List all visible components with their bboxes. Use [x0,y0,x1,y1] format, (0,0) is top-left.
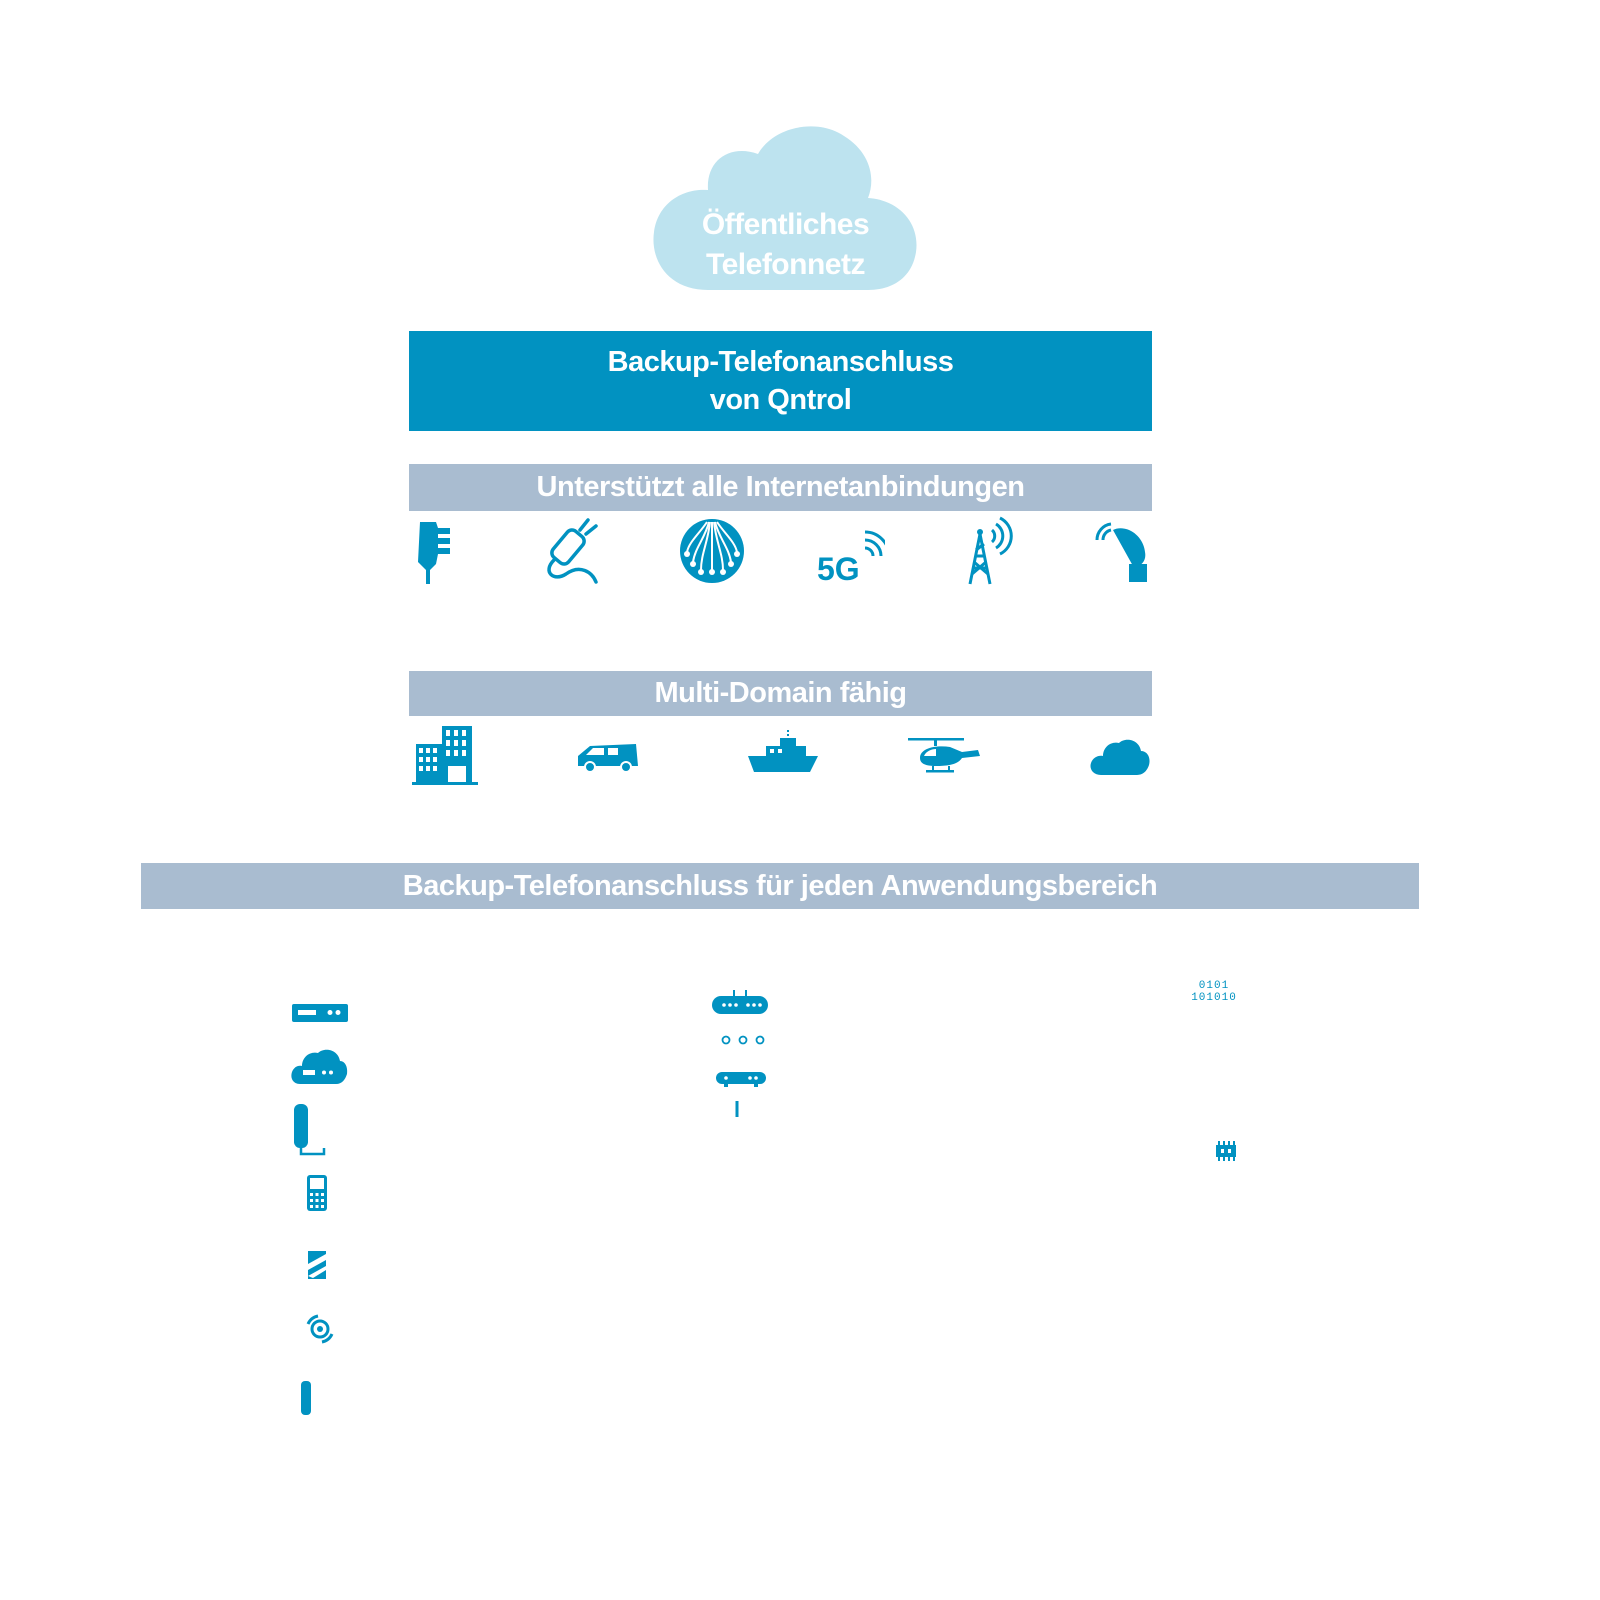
status-dots-icon [720,1034,766,1046]
helicopter-icon [906,736,986,776]
5g-label: 5G [817,551,860,584]
ship-icon [746,730,820,776]
binary-line-1: 0101 [1198,980,1230,992]
building-icon [410,724,480,786]
main-title-line1: Backup-Telefonanschluss [607,346,954,378]
main-title-bar: Backup-Telefonanschluss von Qntrol [409,331,1152,431]
door-station-icon [307,1250,327,1280]
internet-bar: Unterstützt alle Internetanbindungen [409,464,1152,511]
gateway-icon [716,1070,768,1088]
van-icon [576,740,642,774]
5g-icon: 5G [815,528,885,584]
fiber-icon [679,518,745,584]
satellite-dish-icon [1095,520,1155,584]
application-area-bar-label: Backup-Telefonanschluss für jeden Anwend… [402,869,1158,902]
cloud-icon [1089,737,1151,777]
dsl-plug-icon [410,518,460,588]
router-device-icon [292,1002,348,1024]
desk-phone-icon [292,1102,328,1158]
mobile-phone-icon [306,1174,328,1212]
domain-bar: Multi-Domain fähig [409,671,1152,716]
cloud-pbx-icon [290,1046,348,1086]
domain-bar-label: Multi-Domain fähig [654,677,907,709]
binary-data-icon: 0101 101010 [1184,980,1244,1004]
alarm-sensor-icon [304,1314,336,1344]
binary-line-2: 101010 [1191,992,1237,1004]
cloud-label: Öffentliches Telefonnetz [701,208,870,281]
internet-bar-label: Unterstützt alle Internetanbindungen [536,471,1025,503]
modem-icon [712,990,768,1016]
radio-tower-icon [958,516,1014,586]
application-area-bar: Backup-Telefonanschluss für jeden Anwend… [141,863,1419,909]
elevator-phone-icon [300,1380,312,1416]
server-chip-icon [1213,1141,1239,1161]
public-network-cloud [648,120,923,295]
antenna-line-icon [734,1100,740,1118]
cable-icon [540,516,605,586]
main-title-line2: von Qntrol [709,384,852,416]
